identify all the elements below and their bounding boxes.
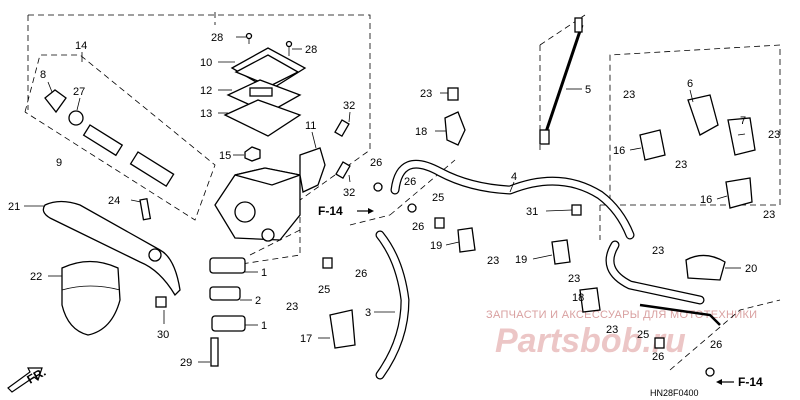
- reference-label: F-14: [318, 204, 343, 218]
- callout: 23: [763, 209, 775, 221]
- callout: 9: [56, 157, 62, 169]
- callout: 14: [75, 40, 87, 52]
- callout: 26: [355, 268, 367, 280]
- callout: 21: [8, 201, 20, 213]
- callout: 26: [412, 221, 424, 233]
- callout: 4: [511, 171, 517, 183]
- diagram-code: HN28F0400: [650, 388, 699, 398]
- callout: 8: [40, 69, 46, 81]
- callout: 16: [613, 145, 625, 157]
- lever-group: [42, 198, 246, 367]
- callouts: 28 28 14 10 12 13 8 27 9 15 11 32 32 21 …: [8, 32, 780, 369]
- callout: 1: [261, 267, 267, 279]
- callout: 18: [415, 126, 427, 138]
- callout: 6: [687, 78, 693, 90]
- callout: 15: [219, 150, 231, 162]
- callout: 23: [487, 255, 499, 267]
- callout: 3: [365, 307, 371, 319]
- callout: 23: [623, 89, 635, 101]
- callout: 32: [343, 187, 355, 199]
- leader-lines: [24, 36, 746, 363]
- callout: 22: [30, 271, 42, 283]
- callout: 7: [740, 115, 746, 127]
- callout: 19: [430, 240, 442, 252]
- callout: 23: [568, 273, 580, 285]
- callout: 27: [73, 86, 85, 98]
- callout: 28: [211, 32, 223, 44]
- callout: 25: [637, 329, 649, 341]
- callout: 28: [305, 44, 317, 56]
- callout: 26: [404, 176, 416, 188]
- brake-lines: [375, 17, 721, 380]
- callout: 23: [286, 301, 298, 313]
- callout: 5: [585, 84, 591, 96]
- callout: 10: [200, 57, 212, 69]
- callout: 23: [606, 324, 618, 336]
- reference-label: F-14: [738, 375, 763, 389]
- callout: 20: [745, 263, 757, 275]
- callout: 1: [261, 320, 267, 332]
- callout: 11: [305, 120, 316, 132]
- callout: 25: [318, 284, 330, 296]
- brackets: [322, 87, 756, 377]
- callout: 23: [652, 245, 664, 257]
- callout: 2: [255, 295, 261, 307]
- callout: 12: [200, 85, 212, 97]
- callout: 25: [432, 192, 444, 204]
- callout: 23: [768, 129, 780, 141]
- callout: 32: [343, 100, 355, 112]
- watermark-text: ЗАПЧАСТИ И АКСЕССУАРЫ ДЛЯ МОТОТЕХНИКИ: [486, 309, 757, 321]
- callout: 23: [675, 159, 687, 171]
- master-cylinder-group: [44, 32, 351, 242]
- callout: 30: [157, 329, 169, 341]
- callout: 16: [700, 194, 712, 206]
- callout: 26: [710, 339, 722, 351]
- callout: 23: [420, 88, 432, 100]
- callout: 29: [180, 357, 192, 369]
- callout: 17: [300, 333, 312, 345]
- front-arrow-icon: [7, 367, 43, 393]
- callout: 13: [200, 108, 212, 120]
- callout: 24: [108, 195, 120, 207]
- callout: 31: [526, 206, 538, 218]
- callout: 26: [370, 157, 382, 169]
- callout: 26: [652, 351, 664, 363]
- callout: 18: [572, 292, 584, 304]
- watermark-brand: Partsbob.ru: [495, 322, 686, 360]
- callout: 19: [515, 254, 527, 266]
